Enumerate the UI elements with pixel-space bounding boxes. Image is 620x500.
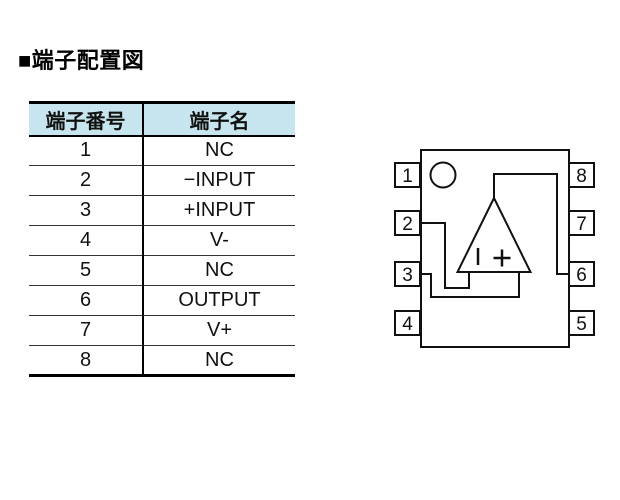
- pin-name-cell: NC: [143, 255, 295, 286]
- pin-3-label: 3: [402, 265, 413, 286]
- table-row: 2 −INPUT: [29, 165, 295, 196]
- pin-name-column-header: 端子名: [143, 102, 295, 137]
- pin-table-header-row: 端子番号 端子名: [29, 102, 295, 137]
- pin-4-label: 4: [402, 314, 413, 335]
- pin-5-label: 5: [576, 314, 587, 335]
- page-title: ■端子配置図: [18, 48, 145, 73]
- pin-name-cell: +INPUT: [143, 195, 295, 226]
- pin-5-pad: [568, 310, 595, 336]
- pin-7-label: 7: [576, 214, 587, 235]
- table-row: 3 +INPUT: [29, 195, 295, 226]
- pin-name-cell: NC: [143, 135, 295, 166]
- pin-name-cell: −INPUT: [143, 165, 295, 196]
- pin1-indicator-circle: [429, 161, 457, 189]
- output-wire: [493, 173, 569, 275]
- pin-table: 端子番号 端子名 1 NC 2 −INPUT 3 +INPUT 4 V- 5: [29, 101, 295, 377]
- pin-1-pad: [394, 162, 421, 188]
- pin-4-pad: [394, 310, 421, 336]
- pin-number-cell: 2: [29, 165, 144, 196]
- pin-2-label: 2: [402, 214, 413, 235]
- pin-name-cell: OUTPUT: [143, 285, 295, 316]
- pin-number-cell: 3: [29, 195, 144, 226]
- opamp-triangle: [455, 195, 533, 273]
- table-row: 7 V+: [29, 315, 295, 346]
- table-row: 1 NC: [29, 135, 295, 166]
- pin-8-pad: [568, 162, 595, 188]
- pin-name-cell: V+: [143, 315, 295, 346]
- pin-name-cell: V-: [143, 225, 295, 256]
- table-row: 4 V-: [29, 225, 295, 256]
- pin-1-label: 1: [402, 166, 413, 187]
- pin-2-pad: [394, 210, 421, 236]
- pin-7-pad: [568, 210, 595, 236]
- pin-number-cell: 6: [29, 285, 144, 316]
- ic-package-diagram: 1 2 3 4 8 7 6 5: [394, 149, 595, 348]
- pin-8-label: 8: [576, 166, 587, 187]
- pin-name-cell: NC: [205, 348, 234, 371]
- pin-number-cell: 8: [29, 345, 144, 376]
- inverting-input-wire: [420, 222, 470, 289]
- pin-6-label: 6: [576, 265, 587, 286]
- pin-number-cell: 4: [29, 225, 144, 256]
- pin-number-cell: 5: [29, 255, 144, 286]
- non-inverting-input-wire: [420, 272, 520, 298]
- table-row: 6 OUTPUT: [29, 285, 295, 316]
- pin-number-column-header: 端子番号: [29, 102, 144, 137]
- pin-number-cell: 7: [29, 315, 144, 346]
- pin-number-cell: 1: [29, 135, 144, 166]
- table-row: 8 NC: [29, 345, 295, 376]
- table-row: 5 NC: [29, 255, 295, 286]
